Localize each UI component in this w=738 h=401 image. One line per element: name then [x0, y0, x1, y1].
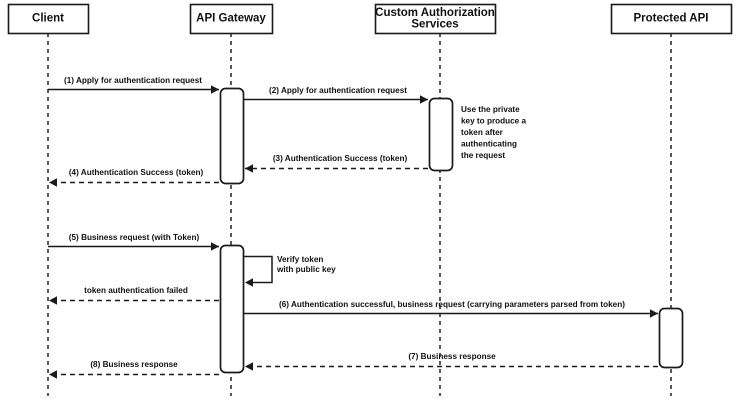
participant-label-protected: Protected API [634, 13, 709, 25]
message-arrowhead-m8 [49, 370, 57, 379]
message-arrowhead-m5 [211, 242, 219, 251]
activations-layer [219, 87, 684, 374]
activation-bar-gateway-act-2 [219, 244, 245, 374]
messages-layer: (1) Apply for authentication request (2) … [48, 76, 658, 379]
participant-box-gateway[interactable] [189, 3, 274, 35]
message-arrowhead-m4 [49, 178, 57, 187]
message-label-m3: (3) Authentication Success (token) [273, 154, 408, 163]
activation-bar-protected-act-1 [658, 307, 684, 369]
message-label-m2: (2) Apply for authentication request [269, 86, 407, 95]
message-arrowhead-m3 [245, 164, 253, 173]
self-message-loop-self-verify [244, 255, 273, 284]
participant-box-authsvc[interactable] [374, 3, 497, 35]
participant-box-client[interactable] [7, 3, 90, 35]
message-arrowhead-m7 [245, 362, 253, 371]
message-label-m4: (4) Authentication Success (token) [69, 168, 204, 177]
participant-label-client: Client [32, 13, 64, 25]
message-arrowhead-m6 [650, 309, 658, 318]
self-message-arrowhead-self-verify [245, 278, 253, 287]
participant-label-gateway: API Gateway [196, 13, 266, 25]
message-label-m5: (5) Business request (with Token) [69, 233, 200, 242]
message-arrowhead-m_fail [49, 296, 57, 305]
message-label-m6: (6) Authentication successful, business … [279, 300, 625, 309]
message-label-m1: (1) Apply for authentication request [64, 76, 202, 85]
activation-bar-gateway-act-1 [219, 87, 245, 185]
message-label-m8: (8) Business response [90, 360, 178, 369]
message-label-m_fail: token authentication failed [84, 286, 188, 295]
message-label-m7: (7) Business response [408, 352, 496, 361]
participant-box-protected[interactable] [610, 3, 733, 35]
message-arrowhead-m1 [211, 85, 219, 94]
activation-bar-authsvc-act-1 [428, 97, 454, 172]
message-arrowhead-m2 [420, 95, 428, 104]
